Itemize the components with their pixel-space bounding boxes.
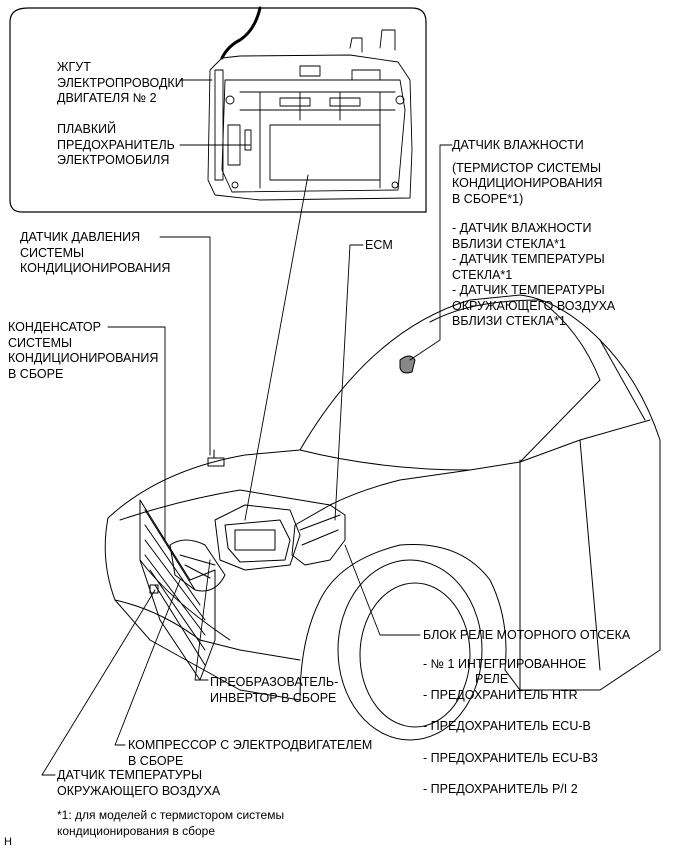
label-ambient-sensor: ДАТЧИК ТЕМПЕРАТУРЫ ОКРУЖАЮЩЕГО ВОЗДУХА (57, 768, 221, 798)
label-condenser: КОНДЕНСАТОР СИСТЕМЫ КОНДИЦИОНИРОВАНИЯ В … (8, 320, 159, 381)
label-inverter: ПРЕОБРАЗОВАТЕЛЬ- ИНВЕРТОР В СБОРЕ (210, 675, 339, 705)
humidity-sensor-drawing (399, 355, 416, 374)
ambient-sensor-drawing (149, 584, 159, 594)
relay-block-drawing (291, 504, 346, 566)
inverter-drawing (214, 504, 301, 571)
label-engine-wire: ЖГУТ ЭЛЕКТРОПРОВОДКИ ДВИГАТЕЛЯ № 2 (57, 60, 184, 105)
label-ecm: ECM (365, 238, 393, 252)
label-relay-block: БЛОК РЕЛЕ МОТОРНОГО ОТСЕКА - № 1 ИНТЕГРИ… (423, 628, 631, 796)
car-outline (104, 294, 661, 741)
leader-lines (41, 79, 453, 776)
label-ev-fuse: ПЛАВКИЙ ПРЕДОХРАНИТЕЛЬ ЭЛЕКТРОМОБИЛЯ (57, 122, 175, 167)
label-pressure-sensor: ДАТЧИК ДАВЛЕНИЯ СИСТЕМЫ КОНДИЦИОНИРОВАНИ… (20, 230, 171, 275)
label-compressor: КОМПРЕССОР С ЭЛЕКТРОДВИГАТЕЛЕМ В СБОРЕ (128, 738, 373, 768)
corner-mark: H (4, 836, 12, 848)
footnote: *1: для моделей с термистором системы ко… (57, 808, 285, 838)
condenser-drawing (139, 499, 216, 681)
label-humidity-sensor: ДАТЧИК ВЛАЖНОСТИ (ТЕРМИСТОР СИСТЕМЫ КОНД… (452, 138, 616, 328)
inset-box (9, 7, 427, 213)
pressure-sensor-drawing (207, 449, 225, 467)
inverter-detail (207, 6, 413, 201)
